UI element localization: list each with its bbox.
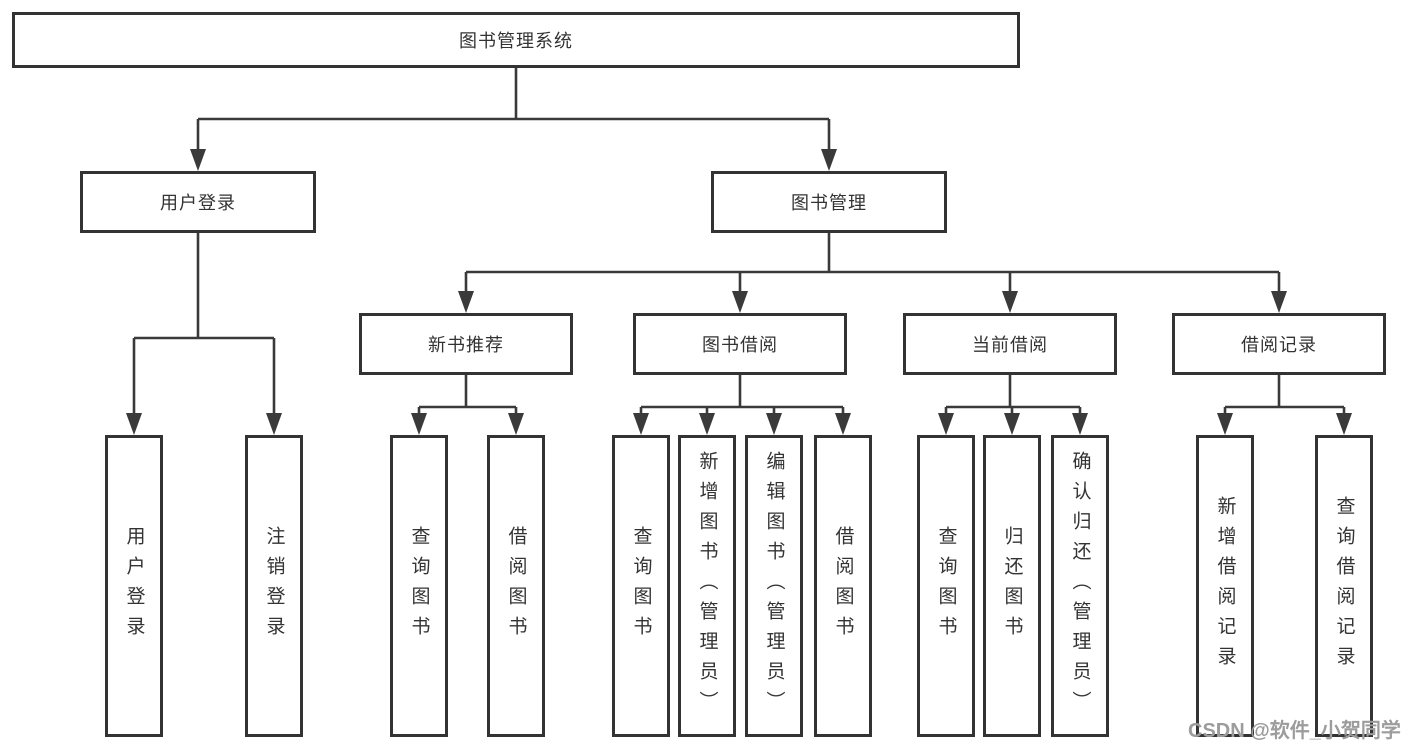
node-leaf-query-borrow-record-label: 查询借阅记录 [1333,496,1355,676]
node-leaf-return-book: 归还图书 [983,435,1041,737]
node-leaf-borrow-books-1-label: 借阅图书 [505,526,527,646]
node-leaf-query-books-3-label: 查询图书 [935,526,957,646]
node-leaf-add-book-admin: 新增图书（管理员） [678,435,736,737]
connector-lines-current-borrow [944,375,1082,415]
node-leaf-logout: 注销登录 [245,435,303,737]
node-current-borrow-label: 当前借阅 [972,335,1048,355]
node-book-management: 图书管理 [711,171,947,233]
connector-lines-borrow-records [1223,375,1346,415]
node-leaf-borrow-books-1: 借阅图书 [487,435,545,737]
connector-lines-root [196,68,831,152]
node-leaf-add-borrow-record: 新增借阅记录 [1196,435,1254,737]
connector-lines-user-login [132,233,276,415]
node-leaf-add-book-admin-label: 新增图书（管理员） [696,451,718,721]
node-leaf-query-books-3: 查询图书 [917,435,975,737]
node-leaf-logout-label: 注销登录 [263,526,285,646]
node-leaf-borrow-books-2-label: 借阅图书 [832,526,854,646]
node-leaf-user-login: 用户登录 [105,435,163,737]
node-leaf-query-books-1: 查询图书 [390,435,448,737]
node-new-book-recommend: 新书推荐 [359,313,573,375]
node-leaf-edit-book-admin-label: 编辑图书（管理员） [763,451,785,721]
node-leaf-confirm-return-admin-label: 确认归还（管理员） [1069,451,1091,721]
node-new-book-recommend-label: 新书推荐 [428,335,504,355]
node-user-login: 用户登录 [80,171,316,233]
node-leaf-borrow-books-2: 借阅图书 [814,435,872,737]
node-borrow-records-label: 借阅记录 [1241,335,1317,355]
node-root-label: 图书管理系统 [459,31,573,51]
node-leaf-confirm-return-admin: 确认归还（管理员） [1051,435,1109,737]
node-leaf-query-books-1-label: 查询图书 [408,526,430,646]
connector-lines-book-borrow [639,375,845,415]
node-leaf-query-books-2: 查询图书 [612,435,670,737]
node-book-management-label: 图书管理 [791,193,867,213]
connector-lines-new-book-recommend [417,375,518,415]
node-leaf-return-book-label: 归还图书 [1001,526,1023,646]
node-book-borrow-label: 图书借阅 [702,335,778,355]
node-borrow-records: 借阅记录 [1172,313,1386,375]
connector-lines-book-management [464,233,1281,293]
node-leaf-user-login-label: 用户登录 [123,526,145,646]
node-leaf-add-borrow-record-label: 新增借阅记录 [1214,496,1236,676]
node-leaf-query-books-2-label: 查询图书 [630,526,652,646]
csdn-watermark: CSDN @软件_小贺同学 [1188,720,1401,742]
node-book-borrow: 图书借阅 [633,313,847,375]
node-leaf-edit-book-admin: 编辑图书（管理员） [745,435,803,737]
node-leaf-query-borrow-record: 查询借阅记录 [1315,435,1373,737]
node-root: 图书管理系统 [12,12,1020,68]
node-user-login-label: 用户登录 [160,193,236,213]
node-current-borrow: 当前借阅 [903,313,1117,375]
